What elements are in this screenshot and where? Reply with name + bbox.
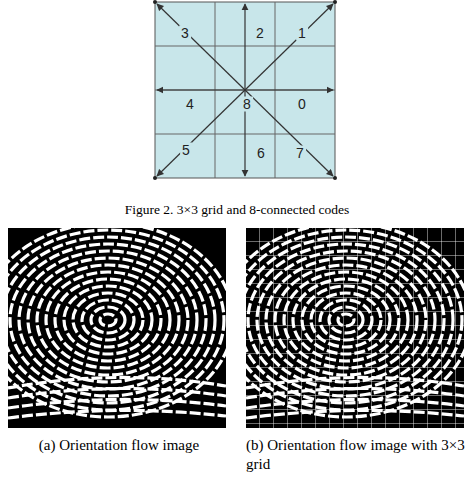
direction-code: 3 <box>179 26 191 41</box>
direction-code: 7 <box>294 146 306 161</box>
direction-code: 1 <box>296 26 308 41</box>
orientation-flow-image <box>0 223 233 428</box>
subfigure-caption: (a) Orientation flow image <box>6 436 232 455</box>
figure-caption: Figure 2. 3×3 grid and 8-connected codes <box>0 200 474 219</box>
direction-code: 5 <box>180 143 192 158</box>
subfigure-caption: (b) Orientation flow image with 3×3 grid <box>246 436 468 474</box>
direction-code: 4 <box>184 97 196 112</box>
code-grid <box>153 0 337 180</box>
direction-code: 6 <box>255 146 267 161</box>
center-code: 8 <box>241 97 253 112</box>
direction-code: 2 <box>254 26 266 41</box>
direction-code: 0 <box>296 97 308 112</box>
orientation-flow-grid-image <box>221 223 471 428</box>
